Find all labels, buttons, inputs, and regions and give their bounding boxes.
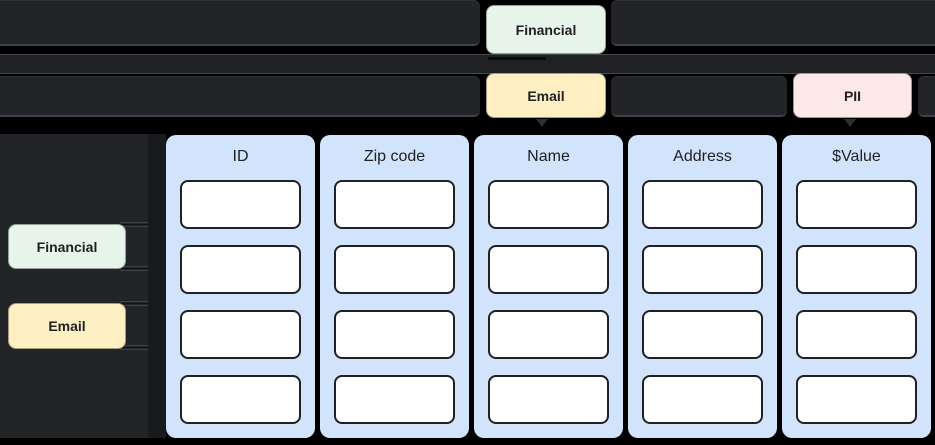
left-row-panel-strip bbox=[148, 134, 166, 438]
top-track-2-thin bbox=[0, 54, 935, 74]
top-track-1-left-segment bbox=[0, 0, 480, 46]
row-divider bbox=[120, 345, 148, 350]
table-cell[interactable] bbox=[796, 180, 917, 229]
table-cell[interactable] bbox=[488, 375, 609, 424]
row-divider bbox=[120, 301, 148, 306]
column-value: $Value bbox=[782, 135, 931, 438]
connector-notch bbox=[488, 57, 546, 60]
column-name: Name bbox=[474, 135, 623, 438]
column-header: $Value bbox=[832, 148, 881, 165]
table-cell[interactable] bbox=[180, 245, 301, 294]
table-cell[interactable] bbox=[488, 245, 609, 294]
left-row-panel bbox=[0, 134, 148, 438]
table-cell[interactable] bbox=[488, 180, 609, 229]
table-cell[interactable] bbox=[642, 245, 763, 294]
row-divider bbox=[120, 222, 148, 227]
table-cell[interactable] bbox=[642, 375, 763, 424]
table-cell[interactable] bbox=[334, 245, 455, 294]
column-header: Name bbox=[527, 148, 570, 165]
top-track-1-right-segment bbox=[611, 0, 935, 46]
tag-financial-top[interactable]: Financial bbox=[486, 5, 606, 54]
table-cell[interactable] bbox=[180, 310, 301, 359]
column-zip-code: Zip code bbox=[320, 135, 469, 438]
table-cell[interactable] bbox=[642, 310, 763, 359]
table-cell[interactable] bbox=[796, 375, 917, 424]
pointer-triangle-pii bbox=[844, 119, 856, 127]
table-cell[interactable] bbox=[642, 180, 763, 229]
column-address: Address bbox=[628, 135, 777, 438]
table-cell[interactable] bbox=[796, 310, 917, 359]
table-cell[interactable] bbox=[180, 375, 301, 424]
tag-pii-top[interactable]: PII bbox=[793, 73, 912, 118]
table-cell[interactable] bbox=[488, 310, 609, 359]
table-cell[interactable] bbox=[334, 310, 455, 359]
tag-email-top[interactable]: Email bbox=[486, 73, 606, 118]
top-track-3-left-segment bbox=[0, 76, 480, 117]
tag-financial-left[interactable]: Financial bbox=[8, 224, 126, 269]
table-cell[interactable] bbox=[180, 180, 301, 229]
table-cell[interactable] bbox=[334, 375, 455, 424]
table-cell[interactable] bbox=[334, 180, 455, 229]
top-track-3-right-segment bbox=[918, 76, 935, 117]
table-cell[interactable] bbox=[796, 245, 917, 294]
column-header: Address bbox=[673, 148, 732, 165]
column-header: Zip code bbox=[363, 148, 426, 165]
pointer-triangle-email bbox=[536, 119, 548, 127]
tag-email-left[interactable]: Email bbox=[8, 303, 126, 349]
row-divider bbox=[120, 266, 148, 271]
column-id: ID bbox=[166, 135, 315, 438]
column-header: ID bbox=[232, 148, 249, 165]
top-track-3-mid-segment bbox=[611, 76, 787, 117]
